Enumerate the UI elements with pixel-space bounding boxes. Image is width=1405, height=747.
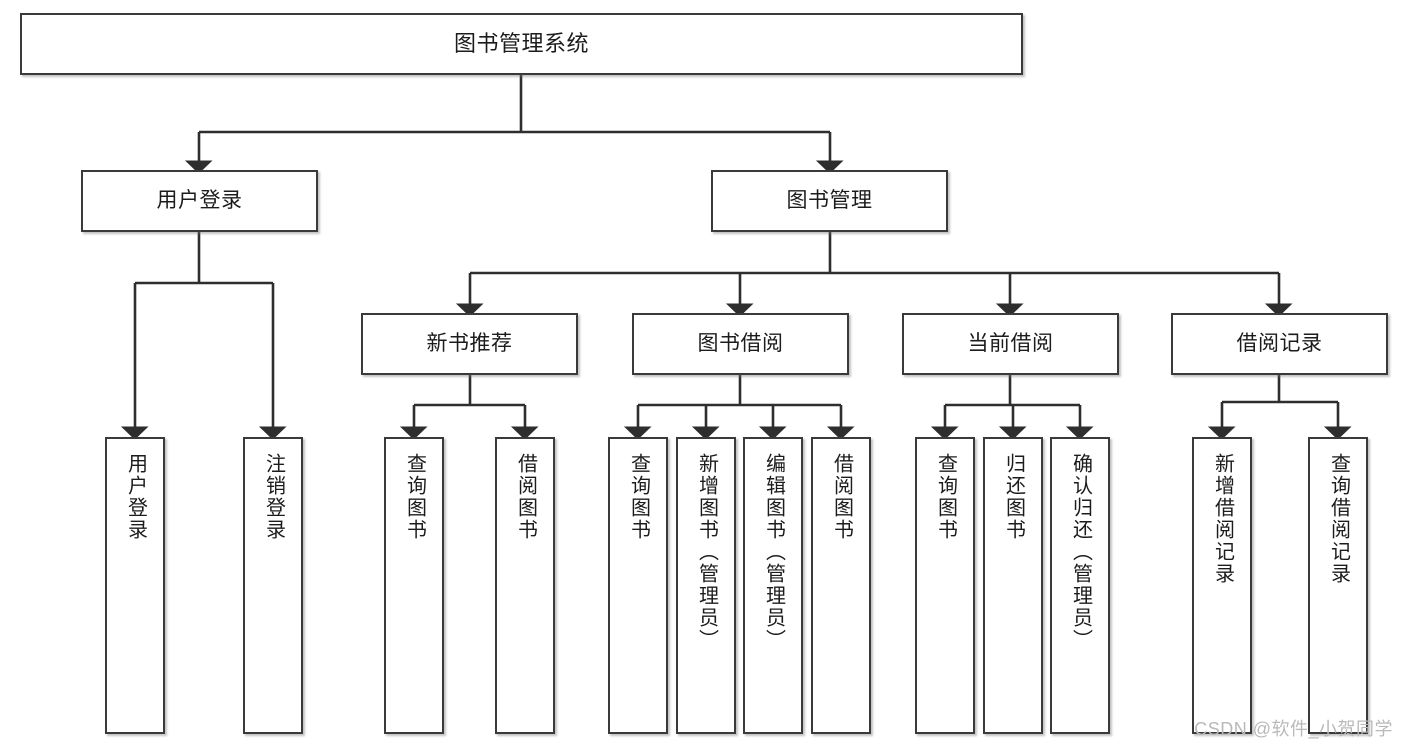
node-leaf-query-record[interactable]: 查询借阅记录 bbox=[1308, 437, 1368, 734]
node-leaf-edit-book[interactable]: 编辑图书（管理员） bbox=[743, 437, 803, 734]
node-leaf-add-book-label: 新增图书（管理员） bbox=[695, 453, 718, 651]
node-borrow-record-label: 借阅记录 bbox=[1236, 331, 1323, 355]
node-leaf-query-record-label: 查询借阅记录 bbox=[1327, 453, 1350, 585]
node-leaf-return-book-label: 归还图书 bbox=[1002, 453, 1025, 541]
node-leaf-query-book-3[interactable]: 查询图书 bbox=[915, 437, 975, 734]
node-user-login[interactable]: 用户登录 bbox=[81, 170, 318, 232]
node-leaf-add-record[interactable]: 新增借阅记录 bbox=[1192, 437, 1252, 734]
node-leaf-confirm-return[interactable]: 确认归还（管理员） bbox=[1050, 437, 1110, 734]
node-new-book-recommend-label: 新书推荐 bbox=[426, 331, 513, 355]
node-leaf-borrow-book-1-label: 借阅图书 bbox=[514, 453, 537, 541]
node-root-label: 图书管理系统 bbox=[453, 31, 589, 57]
node-leaf-query-book-1-label: 查询图书 bbox=[403, 453, 426, 541]
node-leaf-query-book-1[interactable]: 查询图书 bbox=[384, 437, 444, 734]
node-leaf-user-logout-label: 注销登录 bbox=[262, 453, 285, 541]
node-current-borrow[interactable]: 当前借阅 bbox=[902, 313, 1119, 375]
node-leaf-return-book[interactable]: 归还图书 bbox=[983, 437, 1043, 734]
node-book-borrow[interactable]: 图书借阅 bbox=[632, 313, 849, 375]
node-current-borrow-label: 当前借阅 bbox=[967, 331, 1054, 355]
node-leaf-query-book-2[interactable]: 查询图书 bbox=[608, 437, 668, 734]
csdn-watermark: CSDN @软件_小贺同学 bbox=[1194, 719, 1393, 739]
node-new-book-recommend[interactable]: 新书推荐 bbox=[361, 313, 578, 375]
node-book-borrow-label: 图书借阅 bbox=[697, 331, 784, 355]
node-leaf-user-login-label: 用户登录 bbox=[124, 453, 147, 541]
node-book-management[interactable]: 图书管理 bbox=[711, 170, 948, 232]
node-leaf-borrow-book-1[interactable]: 借阅图书 bbox=[495, 437, 555, 734]
node-leaf-confirm-return-label: 确认归还（管理员） bbox=[1069, 453, 1092, 651]
node-root[interactable]: 图书管理系统 bbox=[20, 13, 1023, 75]
node-leaf-user-logout[interactable]: 注销登录 bbox=[243, 437, 303, 734]
node-leaf-edit-book-label: 编辑图书（管理员） bbox=[762, 453, 785, 651]
node-leaf-user-login[interactable]: 用户登录 bbox=[105, 437, 165, 734]
node-book-management-label: 图书管理 bbox=[786, 188, 873, 212]
node-user-login-label: 用户登录 bbox=[156, 188, 243, 212]
node-leaf-query-book-3-label: 查询图书 bbox=[934, 453, 957, 541]
node-leaf-add-record-label: 新增借阅记录 bbox=[1211, 453, 1234, 585]
node-borrow-record[interactable]: 借阅记录 bbox=[1171, 313, 1388, 375]
node-leaf-borrow-book-2[interactable]: 借阅图书 bbox=[811, 437, 871, 734]
node-leaf-query-book-2-label: 查询图书 bbox=[627, 453, 650, 541]
node-leaf-add-book[interactable]: 新增图书（管理员） bbox=[676, 437, 736, 734]
node-leaf-borrow-book-2-label: 借阅图书 bbox=[830, 453, 853, 541]
